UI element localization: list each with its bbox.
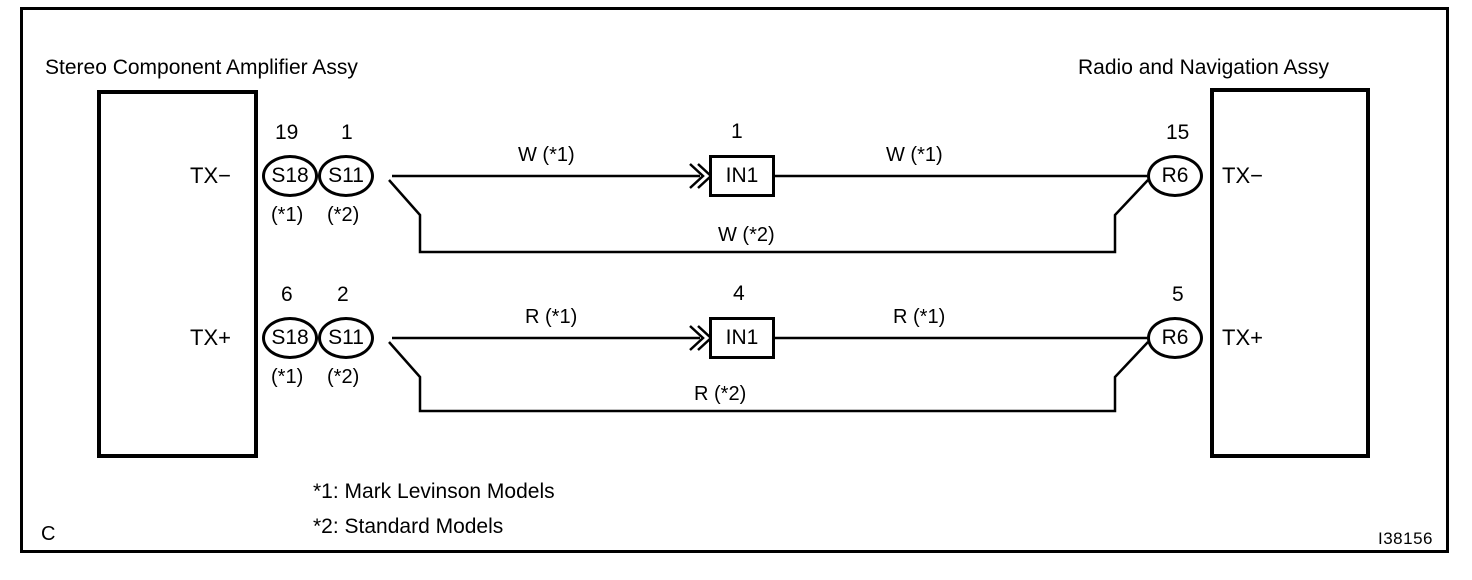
connector-r6-row2[interactable]: R6 [1147,317,1203,359]
pin-number-left-s18-row1: 19 [275,121,299,144]
pin-number-right-r6-row1: 15 [1166,121,1190,144]
left-unit-box [97,90,258,458]
pin-number-junction-row1: 1 [731,120,743,143]
left-unit-title: Stereo Component Amplifier Assy [45,56,358,79]
junction-in1-row2[interactable]: IN1 [709,317,775,359]
wire-label-row2-right: R (*1) [893,306,946,328]
wire-label-row1-right: W (*1) [886,144,943,166]
diagram-frame [20,7,1449,553]
wire-label-row1-bypass: W (*2) [718,224,775,246]
connector-note-s18-row2: (*1) [271,366,304,388]
connector-s18-row2[interactable]: S18 [262,317,318,359]
wire-label-row1-left: W (*1) [518,144,575,166]
connector-note-s18-row1: (*1) [271,204,304,226]
footnote-2: *2: Standard Models [313,515,504,538]
connector-note-s11-row2: (*2) [327,366,360,388]
right-unit-title: Radio and Navigation Assy [1078,56,1329,79]
corner-mark-c: C [41,523,56,545]
wire-label-row2-bypass: R (*2) [694,383,747,405]
left-port-label-tx-minus: TX− [190,163,231,188]
pin-number-left-s11-row2: 2 [337,283,349,306]
reference-code: I38156 [1378,529,1433,548]
right-port-label-tx-minus: TX− [1222,163,1263,188]
connector-note-s11-row1: (*2) [327,204,360,226]
right-unit-box [1210,88,1370,458]
pin-number-junction-row2: 4 [733,282,745,305]
footnote-1: *1: Mark Levinson Models [313,480,555,503]
right-port-label-tx-plus: TX+ [1222,325,1263,350]
connector-s11-row2[interactable]: S11 [318,317,374,359]
pin-number-left-s11-row1: 1 [341,121,353,144]
connector-r6-row1[interactable]: R6 [1147,155,1203,197]
left-port-label-tx-plus: TX+ [190,325,231,350]
connector-s11-row1[interactable]: S11 [318,155,374,197]
connector-s18-row1[interactable]: S18 [262,155,318,197]
pin-number-left-s18-row2: 6 [281,283,293,306]
wire-label-row2-left: R (*1) [525,306,578,328]
junction-in1-row1[interactable]: IN1 [709,155,775,197]
pin-number-right-r6-row2: 5 [1172,283,1184,306]
